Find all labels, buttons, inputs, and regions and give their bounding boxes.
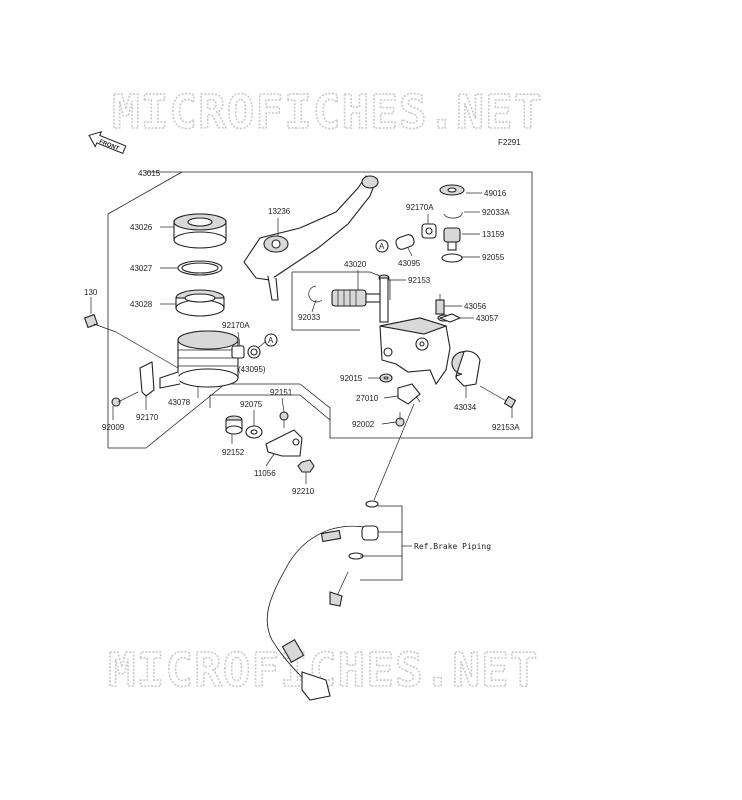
bracket-92170 [139,361,155,397]
label-43020: 43020 [344,260,367,269]
bracket-11056 [265,429,303,457]
label-130: 130 [84,288,98,297]
clamp-92170a-right [421,223,437,239]
reservoir-body [159,330,239,389]
label-92170a-right: 92170A [406,203,434,212]
piston-spring [331,289,381,307]
label-92153a: 92153A [492,423,520,432]
bolt-92153a [479,385,517,409]
sleeve-43095 [395,234,415,250]
bushing-92075 [245,425,263,439]
label-92075: 92075 [240,400,263,409]
label-92015: 92015 [340,374,363,383]
banjo-fitting [348,500,379,560]
bolt-130 [83,313,117,333]
label-49016: 49016 [484,189,507,198]
o-ring-92055 [441,253,463,263]
leader-switch-banjo [373,403,415,501]
label-92151: 92151 [270,388,293,397]
label-92170: 92170 [136,413,159,422]
label-11056: 11056 [254,469,276,478]
label-92055: 92055 [482,253,505,262]
handlebar-clamp-43034 [451,350,481,387]
adjuster-13159 [443,227,461,251]
label-92009: 92009 [102,423,125,432]
cap-49016 [439,184,465,196]
label-92170a-left: 92170A [222,321,250,330]
switch-27010 [397,383,421,405]
snap-ring-92033a [443,211,463,219]
label-92002: 92002 [352,420,375,429]
banjo-bolt [329,571,349,607]
label-92153: 92153 [408,276,431,285]
brake-hose [266,525,371,701]
reservoir-cap [173,213,227,249]
svg-text:A: A [268,336,274,345]
nut-92210 [297,459,315,473]
screw-92002 [395,412,405,427]
master-cylinder-body [379,314,451,386]
assembly-frame-left [107,171,533,449]
label-43056: 43056 [464,302,487,311]
label-43057: 43057 [476,314,499,323]
label-92152: 92152 [222,448,245,457]
leader-lines [90,192,513,484]
clamp-92170a-left [231,345,261,359]
part-labels: 43015 43026 43027 43028 130 92170A (4309… [84,169,520,496]
ref-brake-piping-note: Ref.Brake Piping [414,542,491,551]
label-43034: 43034 [454,403,477,412]
label-43027: 43027 [130,264,153,273]
snap-ring-92033 [308,285,323,303]
label-92033: 92033 [298,313,321,322]
label-43095-paren: (43095) [238,365,266,374]
label-43028: 43028 [130,300,153,309]
bleeder-43056 [435,294,445,315]
label-13159: 13159 [482,230,505,239]
reference-mark-right: A [375,239,389,253]
label-92033a: 92033A [482,208,510,217]
piston-group-frame-lower [291,272,360,331]
label-13236: 13236 [268,207,291,216]
label-92210: 92210 [292,487,315,496]
diagram-code: F2291 [498,138,521,147]
assembly-frame-bottom [209,394,331,421]
collar-92152 [225,415,243,435]
screw-92009 [111,391,139,407]
ref-bracket [360,505,403,581]
reference-mark-left: A [264,333,278,347]
label-43078: 43078 [168,398,191,407]
label-43095: 43095 [398,259,421,268]
svg-text:A: A [379,242,385,251]
screw-92151 [279,411,289,428]
nut-92015 [379,373,393,383]
label-43015: 43015 [138,169,161,178]
brake-lever [243,175,379,301]
label-27010: 27010 [356,394,379,403]
pivot-bolt-92153 [378,274,390,323]
watermark-top: MICROFICHES.NET [112,85,542,139]
reservoir-ring-inner [181,262,219,274]
reservoir-diaphragm [175,289,225,317]
label-43026: 43026 [130,223,153,232]
